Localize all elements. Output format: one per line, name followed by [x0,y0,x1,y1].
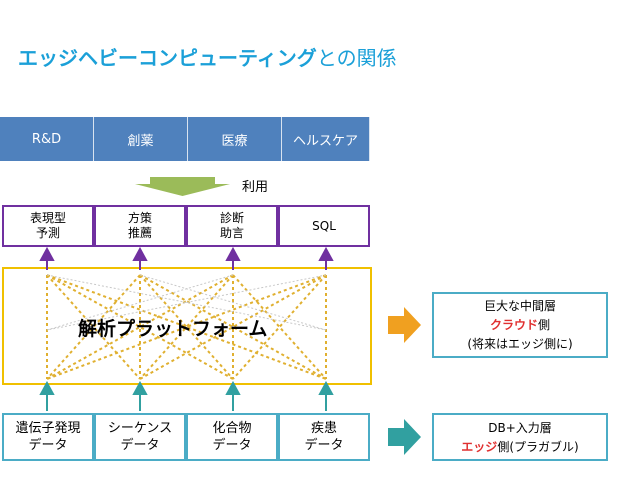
domain-rnd: R&D [0,117,94,161]
edge-line2: エッジ側(プラガブル) [434,438,606,457]
cloud-line1: 巨大な中間層 [483,299,556,313]
platform-label: 解析プラットフォーム [78,318,268,340]
purple-up-arrows [39,246,334,270]
network-mesh [46,274,327,380]
data-gene-expression: 遺伝子発現 データ [2,413,94,461]
edge-line1: DB+入力層 [488,421,552,435]
app-policy-recommendation: 方策 推薦 [94,205,186,247]
data-sequence: シーケンス データ [94,413,186,461]
app-sql: SQL [278,205,370,247]
edge-highlight: エッジ [461,440,498,454]
cloud-right-arrow [388,307,421,343]
title-suffix: との関係 [316,46,397,70]
data-compound: 化合物 データ [186,413,278,461]
data-disease: 疾患 データ [278,413,370,461]
network-mesh-faint [46,274,327,331]
edge-right-arrow [388,419,421,455]
use-label: 利用 [242,180,269,195]
cloud-line3: (将来はエッジ側に) [467,337,573,351]
teal-up-arrows [39,380,334,411]
cloud-line2: クラウド側 [434,316,606,335]
slide-title: エッジヘビーコンピューティングとの関係 [18,42,397,71]
title-main: エッジヘビーコンピューティング [18,46,317,70]
cloud-highlight: クラウド [489,318,538,332]
edge-layer-box: DB+入力層 エッジ側(プラガブル) [432,413,608,461]
domain-drug-discovery: 創薬 [94,117,188,161]
domain-medical: 医療 [188,117,282,161]
cloud-after-highlight: 側 [538,318,551,332]
app-diagnosis-advice: 診断 助言 [186,205,278,247]
domain-healthcare: ヘルスケア [282,117,370,161]
use-down-arrow [135,177,230,196]
cloud-layer-box: 巨大な中間層 クラウド側 (将来はエッジ側に) [432,292,608,358]
app-phenotype-prediction: 表現型 予測 [2,205,94,247]
edge-after-highlight: 側(プラガブル) [497,440,579,454]
